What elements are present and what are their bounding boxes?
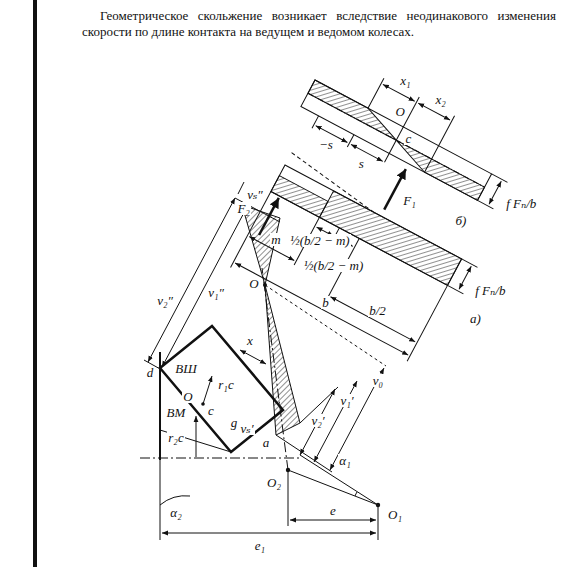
drawing-label: α₂ [169, 506, 182, 519]
drawing-label: а) [469, 312, 482, 325]
drawing-label: ½(b/2 − m) [289, 234, 351, 247]
drawing-label: e₁ [254, 539, 266, 552]
drawing-label: b [321, 296, 330, 309]
drawing-label: O [248, 277, 259, 290]
drawing-label: f Fₙ/b [474, 284, 506, 297]
worm-and-wheel [140, 182, 386, 540]
drawing-label: F₂ [236, 202, 250, 215]
drawing-label: v₁′ [339, 394, 354, 407]
drawing-label: f Fₙ/b [505, 197, 537, 210]
drawing-label: б) [454, 214, 467, 227]
points [201, 283, 380, 507]
drawing-label: v₀ [372, 374, 384, 387]
drawing-label: v₂″ [156, 294, 174, 307]
drawing-label: O [182, 390, 193, 403]
page-edge-bar [33, 0, 37, 567]
drawing-label: b/2 [368, 304, 387, 317]
drawing-label: s [358, 157, 365, 170]
drawing-label: O [394, 105, 405, 118]
drawing-label: O₂ [266, 476, 282, 489]
drawing-label: v₁″ [207, 286, 225, 299]
drawing-label: c [404, 132, 412, 145]
drawing-label: e [329, 504, 337, 517]
drawing-label: ВШ [174, 362, 198, 375]
caption-paragraph: Геометрическое скольжение возникает всле… [82, 8, 556, 40]
drawing-label: d [146, 366, 155, 379]
drawing-label: m [270, 233, 281, 246]
drawing-label: r₁c [217, 378, 234, 391]
drawing-label: ½(b/2 − m) [303, 259, 365, 272]
drawing-label: v₂′ [310, 414, 325, 427]
drawing-label: −s [318, 138, 334, 151]
drawing-label: O₁ [387, 508, 403, 521]
drawing-label: r₂c [167, 431, 184, 444]
drawing-label: F₁ [402, 194, 416, 207]
drawing-label: g [230, 416, 239, 429]
pressure-band-b [277, 50, 524, 255]
drawing-label: x₂ [435, 93, 447, 106]
drawing-label: c [207, 404, 215, 417]
drawing-label: x₁ [399, 74, 411, 87]
drawing-label: x [246, 334, 254, 347]
drawing-label: a [262, 436, 271, 449]
drawing-label: α₁ [338, 454, 351, 467]
drawing-label: ВМ [166, 406, 187, 419]
drawing-label: vₛ′ [240, 422, 255, 435]
drawing-label: vₛ″ [246, 188, 264, 201]
